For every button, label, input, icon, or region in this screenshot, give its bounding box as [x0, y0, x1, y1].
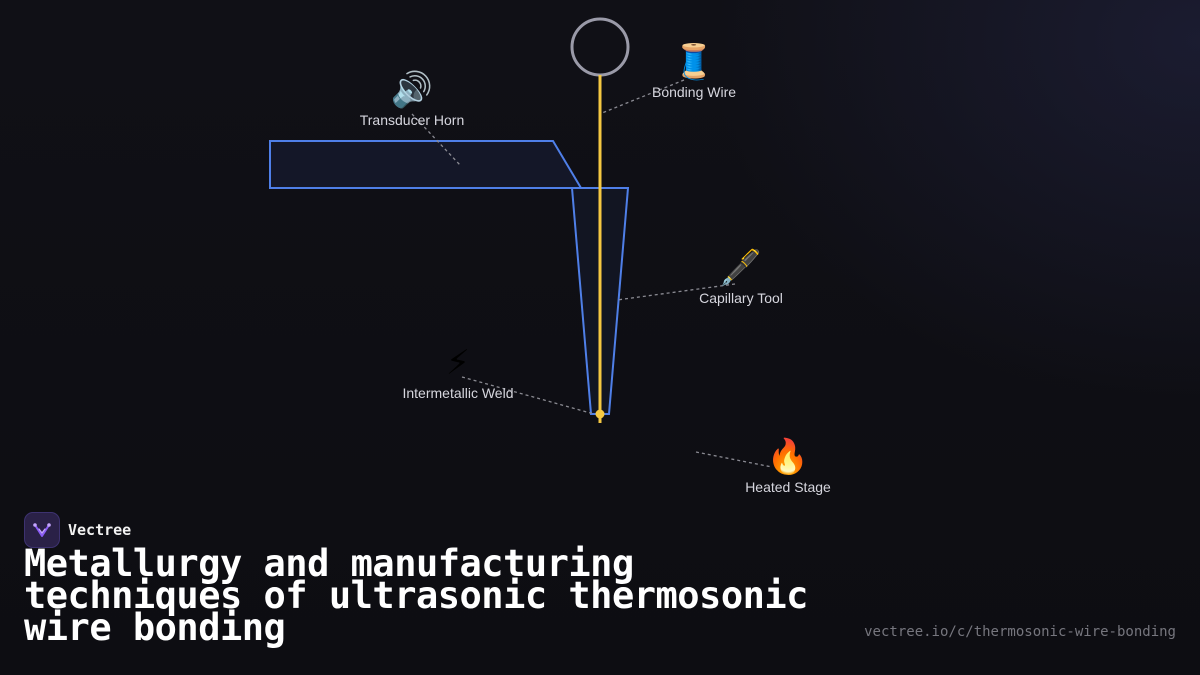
callout-transducer-horn: 🔊 Transducer Horn	[360, 70, 465, 128]
callout-heated-stage: 🔥 Heated Stage	[745, 437, 831, 495]
thread-spool-icon: 🧵	[672, 42, 716, 82]
callout-label-bonding-wire: Bonding Wire	[651, 84, 737, 100]
leader-heated-stage	[695, 451, 773, 468]
page-title: Metallurgy and manufacturing techniques …	[24, 542, 808, 649]
wire-spool-ring	[570, 17, 630, 77]
callout-intermetallic-weld: ⚡ Intermetallic Weld	[402, 343, 513, 401]
fire-icon: 🔥	[766, 437, 810, 477]
callout-label-heated-stage: Heated Stage	[745, 479, 831, 495]
callout-capillary-tool: 🖋️ Capillary Tool	[699, 248, 783, 306]
callout-label-intermetallic-weld: Intermetallic Weld	[402, 385, 514, 401]
lightning-icon: ⚡	[446, 343, 470, 383]
leader-intermetallic-weld	[461, 376, 595, 415]
brand-name: Vectree	[68, 521, 132, 539]
transducer-horn-shape	[269, 140, 583, 189]
callout-label-transducer-horn: Transducer Horn	[359, 112, 465, 128]
pen-icon: 🖋️	[719, 248, 763, 288]
brand[interactable]: Vectree	[24, 512, 131, 548]
callout-label-capillary-tool: Capillary Tool	[699, 290, 783, 306]
vectree-logo-icon	[24, 512, 60, 548]
leader-capillary-tool	[616, 283, 736, 301]
weld-ball	[595, 409, 605, 419]
speaker-icon: 🔊	[390, 70, 434, 110]
leader-bonding-wire	[601, 79, 685, 114]
source-url[interactable]: vectree.io/c/thermosonic-wire-bonding	[864, 624, 1176, 640]
callout-bonding-wire: 🧵 Bonding Wire	[652, 42, 736, 100]
